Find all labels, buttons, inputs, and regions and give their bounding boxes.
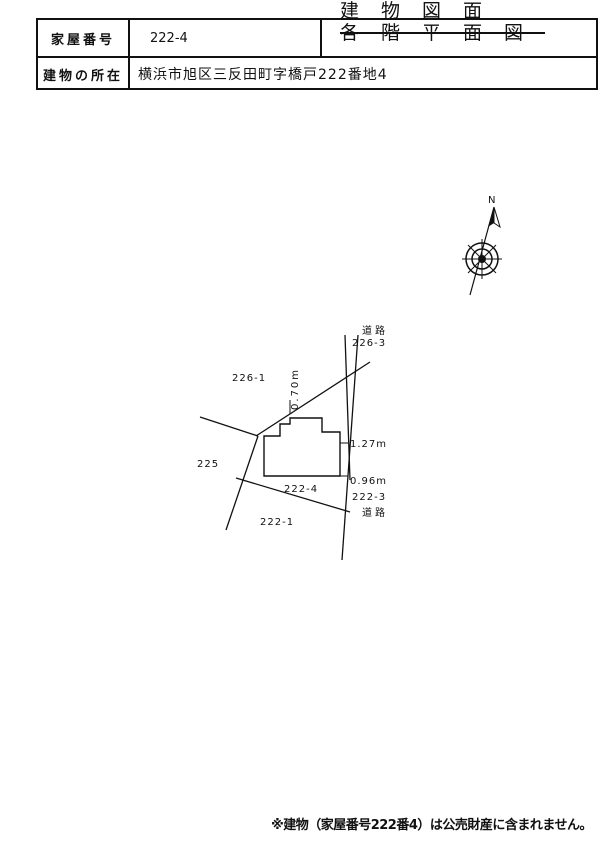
site-plan: 道路 226-3 226-1 225 222-4 222-1 222-3 道路 … bbox=[197, 324, 388, 561]
title-floor-plan-struck: 各階平面図 bbox=[340, 22, 546, 44]
road-top-name: 道路 bbox=[362, 324, 388, 337]
footnote: ※建物（家屋番号222番4）は公売財産に含まれません。 bbox=[271, 818, 592, 833]
dim-right: 1.27m bbox=[350, 439, 387, 450]
title-building-drawing: 建物図面 bbox=[340, 0, 505, 22]
boundary-line-south bbox=[235, 477, 351, 513]
boundary-line-west bbox=[225, 435, 259, 531]
location-label: 建物の所在 bbox=[38, 58, 130, 90]
dim-top: 0.70m bbox=[290, 368, 301, 410]
building-footprint bbox=[263, 417, 341, 477]
boundary-line-north bbox=[255, 361, 371, 437]
road-line-east bbox=[341, 334, 359, 561]
header-row-house-number: 家屋番号 222-4 bbox=[38, 20, 596, 58]
north-label: N bbox=[488, 195, 495, 206]
north-arrow-icon: N bbox=[462, 195, 502, 296]
road-bottom-lot: 222-3 bbox=[352, 492, 386, 503]
road-bottom-name: 道路 bbox=[362, 506, 388, 519]
house-number-value: 222-4 bbox=[130, 20, 322, 56]
header-table: 家屋番号 222-4 建物の所在 横浜市旭区三反田町字橋戸222番地4 bbox=[36, 18, 598, 90]
lot-226-1: 226-1 bbox=[232, 373, 266, 384]
lot-222-1: 222-1 bbox=[260, 517, 294, 528]
house-number-label: 家屋番号 bbox=[38, 20, 130, 56]
lot-225: 225 bbox=[197, 459, 219, 470]
dim-bottom: 0.96m bbox=[350, 476, 387, 487]
road-top-lot: 226-3 bbox=[352, 338, 386, 349]
boundary-line-225 bbox=[199, 416, 259, 437]
location-value: 横浜市旭区三反田町字橋戸222番地4 bbox=[138, 67, 388, 83]
lot-222-4: 222-4 bbox=[284, 484, 318, 495]
